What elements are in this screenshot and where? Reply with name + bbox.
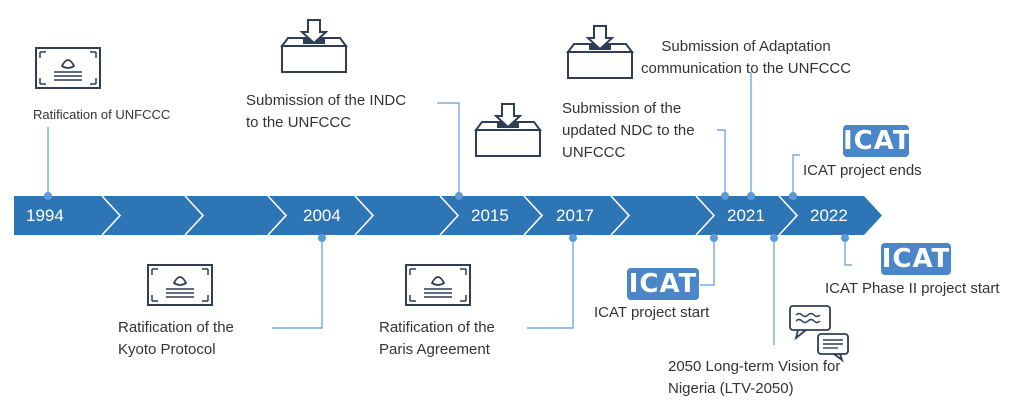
connector-dots (44, 192, 849, 242)
year-label-2004: 2004 (303, 206, 341, 225)
event-label-indc: Submission of the INDC to the UNFCCC (246, 92, 407, 131)
ballot-box-icon (474, 103, 542, 157)
event-label-kyoto: Ratification of the Kyoto Protocol (118, 319, 234, 358)
event-label-icat-ends: ICAT project ends (803, 162, 922, 179)
chevron-dividers (101, 195, 799, 236)
icat-logo-badge: ICAT (843, 125, 912, 157)
year-label-2017: 2017 (556, 206, 594, 225)
event-label-unfccc: Ratification of UNFCCC (33, 107, 171, 122)
icat-logo-badge: ICAT (627, 268, 699, 300)
event-label-ltv: 2050 Long-term Vision for Nigeria (LTV-2… (668, 358, 841, 397)
year-label-2022: 2022 (810, 206, 848, 225)
year-label-2021: 2021 (727, 206, 765, 225)
connector-lines (47, 72, 852, 345)
year-label-1994: 1994 (26, 206, 64, 225)
certificate-icon (405, 264, 471, 306)
ballot-box-icon (280, 19, 348, 73)
certificate-icon (35, 47, 101, 89)
ballot-box-icon (566, 25, 634, 79)
year-label-2015: 2015 (471, 206, 509, 225)
event-label-adaptation: Submission of Adaptation communication t… (641, 38, 852, 77)
event-label-icat-phase2: ICAT Phase II project start (825, 280, 1000, 297)
icat-logo-badge: ICAT (881, 243, 951, 275)
event-label-icat-start: ICAT project start (594, 304, 710, 321)
certificate-icon (147, 264, 213, 306)
event-label-ndc: Submission of the updated NDC to the UNF… (562, 100, 695, 161)
timeline-arrow (14, 196, 882, 235)
speech-bubbles-icon (789, 305, 849, 363)
event-label-paris: Ratification of the Paris Agreement (379, 319, 495, 358)
